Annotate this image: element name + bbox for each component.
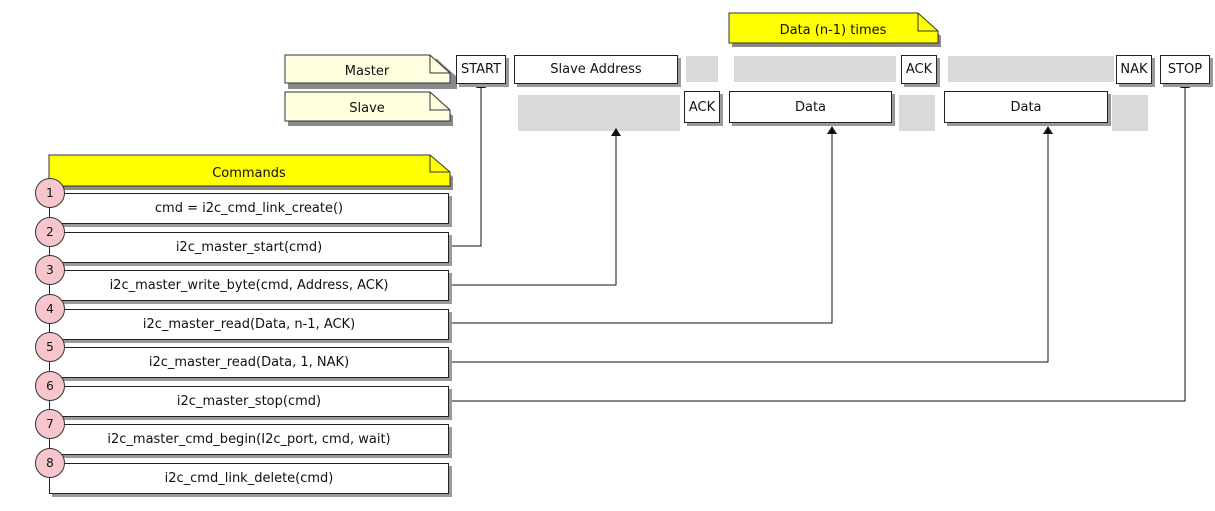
command-row-8: i2c_cmd_link_delete(cmd) <box>49 463 449 494</box>
command-badge-1: 1 <box>35 178 65 208</box>
command-row-4: i2c_master_read(Data, n-1, ACK) <box>49 309 449 340</box>
gray-band-master-2 <box>734 56 896 82</box>
frame-slave-address: Slave Address <box>514 55 678 84</box>
note-slave <box>284 91 453 126</box>
gray-band-master-3 <box>948 56 1114 82</box>
note-master-label: Master <box>345 64 390 79</box>
gray-band-slave-2 <box>899 95 935 131</box>
frame-stop: STOP <box>1160 55 1210 84</box>
note-slave-label: Slave <box>349 101 385 116</box>
command-badge-3: 3 <box>35 255 65 285</box>
frame-data-1: Data <box>729 91 892 123</box>
frame-ack-slave: ACK <box>684 91 720 123</box>
frame-start: START <box>456 55 506 84</box>
gray-band-slave-3 <box>1112 95 1148 131</box>
frame-nak: NAK <box>1116 55 1152 84</box>
command-row-1: cmd = i2c_cmd_link_create() <box>49 193 449 224</box>
gray-band-master-1 <box>686 56 718 82</box>
note-commands <box>48 154 453 190</box>
connector-start <box>450 80 486 247</box>
note-commands-label: Commands <box>212 166 286 181</box>
gray-band-slave-1 <box>518 95 680 131</box>
frame-data-2: Data <box>944 91 1108 123</box>
command-row-7: i2c_master_cmd_begin(I2c_port, cmd, wait… <box>49 424 449 455</box>
command-row-3: i2c_master_write_byte(cmd, Address, ACK) <box>49 270 449 301</box>
command-badge-7: 7 <box>35 409 65 439</box>
frame-ack-master: ACK <box>901 55 937 84</box>
connector-address <box>450 128 621 286</box>
command-badge-5: 5 <box>35 332 65 362</box>
command-badge-4: 4 <box>35 294 65 324</box>
connector-data-2 <box>450 126 1053 363</box>
command-row-2: i2c_master_start(cmd) <box>49 232 449 263</box>
command-badge-2: 2 <box>35 217 65 247</box>
connector-stop <box>450 80 1190 402</box>
command-badge-6: 6 <box>35 371 65 401</box>
note-data-times <box>728 12 941 47</box>
command-row-6: i2c_master_stop(cmd) <box>49 386 449 417</box>
note-master <box>284 54 457 89</box>
command-badge-8: 8 <box>35 448 65 478</box>
connector-data-1 <box>450 126 837 324</box>
note-data-times-label: Data (n-1) times <box>780 23 887 38</box>
command-row-5: i2c_master_read(Data, 1, NAK) <box>49 347 449 378</box>
